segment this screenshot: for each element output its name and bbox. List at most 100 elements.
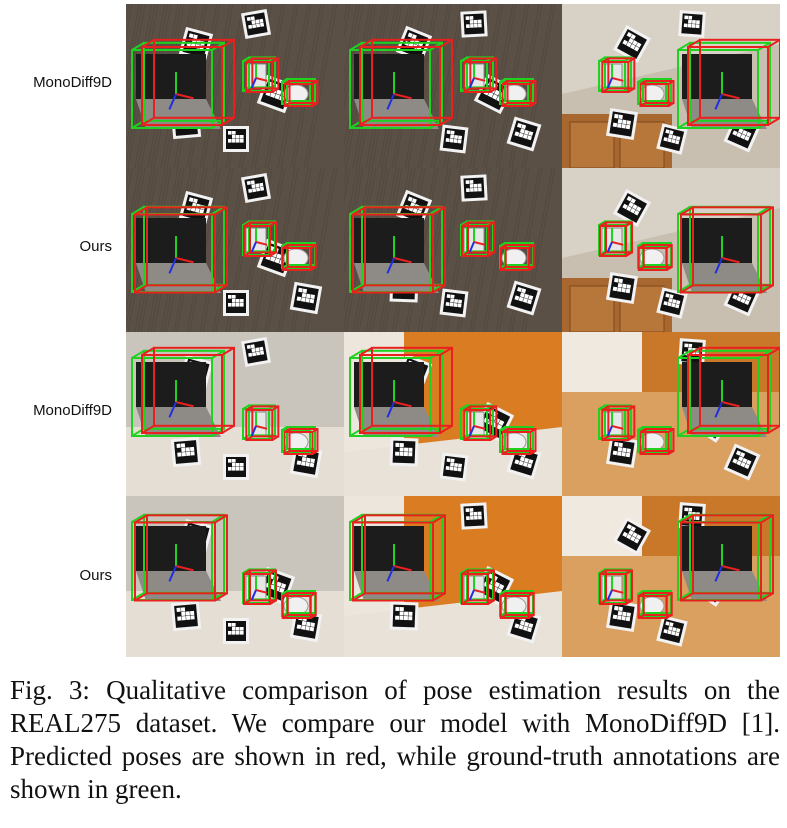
image-cell-r1-c1 — [126, 4, 344, 168]
predicted-box — [680, 206, 774, 294]
pose-axes — [250, 576, 268, 601]
aruco-marker — [605, 271, 639, 305]
aruco-marker — [605, 599, 639, 633]
aruco-marker — [506, 280, 542, 316]
pose-axes — [714, 72, 740, 110]
pose-axes — [606, 228, 624, 253]
aruco-marker — [439, 288, 469, 318]
aruco-marker — [605, 435, 639, 469]
pose-axes — [168, 380, 194, 418]
figure-caption: Fig. 3: Qualitative comparison of pose e… — [10, 675, 780, 804]
pose-axes — [714, 544, 740, 582]
pose-axes — [468, 412, 486, 437]
predicted-box — [461, 569, 495, 605]
pose-axes — [250, 412, 268, 437]
pose-axes — [250, 228, 268, 253]
laptop-base — [682, 263, 767, 293]
image-grid — [126, 4, 780, 661]
predicted-box — [499, 244, 535, 271]
predicted-box — [359, 346, 453, 434]
aruco-marker — [389, 601, 419, 631]
predicted-box — [637, 244, 673, 271]
aruco-marker — [656, 123, 688, 155]
aruco-marker — [723, 443, 761, 481]
aruco-marker — [605, 107, 639, 141]
pose-axes — [386, 380, 412, 418]
laptop-screen — [682, 54, 752, 99]
aruco-marker — [223, 618, 249, 644]
aruco-marker — [460, 174, 488, 202]
predicted-box — [281, 244, 317, 271]
image-cell-r3-c3 — [562, 332, 780, 496]
predicted-box — [463, 405, 498, 441]
laptop-base — [136, 263, 221, 293]
predicted-box — [283, 428, 319, 455]
laptop-screen — [354, 362, 424, 407]
predicted-box — [245, 405, 280, 441]
laptop-base — [136, 571, 221, 601]
pose-axes — [468, 576, 486, 601]
aruco-marker — [656, 615, 688, 647]
aruco-marker — [389, 437, 419, 467]
predicted-box — [680, 514, 774, 602]
laptop-screen — [682, 362, 752, 407]
laptop-screen — [136, 54, 206, 99]
predicted-box — [245, 57, 280, 93]
predicted-box — [637, 592, 673, 619]
pose-axes — [468, 228, 486, 253]
pose-axes — [250, 64, 268, 89]
pose-axes — [606, 64, 624, 89]
row-label-2: Ours — [79, 238, 112, 255]
pose-axes — [168, 236, 194, 274]
aruco-marker — [460, 502, 488, 530]
pose-axes — [168, 544, 194, 582]
predicted-box — [687, 346, 780, 434]
aruco-marker — [223, 290, 249, 316]
laptop-screen — [354, 54, 424, 99]
predicted-box — [281, 592, 317, 619]
pose-axes — [714, 380, 740, 418]
laptop-base — [682, 571, 767, 601]
predicted-box — [243, 569, 277, 605]
aruco-marker — [289, 281, 323, 315]
predicted-box — [601, 405, 636, 441]
laptop-base — [354, 263, 439, 293]
laptop-base — [354, 571, 439, 601]
predicted-box — [141, 38, 235, 126]
predicted-box — [243, 221, 277, 257]
pose-axes — [386, 236, 412, 274]
predicted-box — [501, 428, 537, 455]
pose-axes — [606, 576, 624, 601]
pose-axes — [386, 72, 412, 110]
aruco-marker — [612, 188, 652, 228]
aruco-marker — [612, 24, 652, 64]
predicted-box — [461, 221, 495, 257]
laptop-screen — [136, 362, 206, 407]
predicted-box — [639, 80, 675, 107]
predicted-box — [359, 38, 453, 126]
pose-axes — [606, 412, 624, 437]
image-cell-r3-c1 — [126, 332, 344, 496]
predicted-box — [499, 592, 535, 619]
aruco-marker — [223, 126, 249, 152]
aruco-marker — [240, 172, 272, 204]
image-cell-r1-c3 — [562, 4, 780, 168]
image-cell-r3-c2 — [344, 332, 562, 496]
pose-axes — [468, 64, 486, 89]
aruco-marker — [460, 10, 488, 38]
pose-axes — [168, 72, 194, 110]
predicted-box — [463, 57, 498, 93]
predicted-box — [134, 206, 228, 294]
aruco-marker — [240, 336, 272, 368]
aruco-marker — [612, 516, 652, 556]
aruco-marker — [223, 454, 249, 480]
image-cell-r4-c1 — [126, 496, 344, 657]
image-cell-r4-c2 — [344, 496, 562, 657]
ground-truth-box — [349, 349, 443, 437]
predicted-box — [134, 514, 228, 602]
image-cell-r2-c3 — [562, 168, 780, 332]
aruco-marker — [170, 436, 202, 468]
predicted-box — [601, 57, 636, 93]
predicted-box — [352, 206, 446, 294]
predicted-box — [352, 514, 446, 602]
